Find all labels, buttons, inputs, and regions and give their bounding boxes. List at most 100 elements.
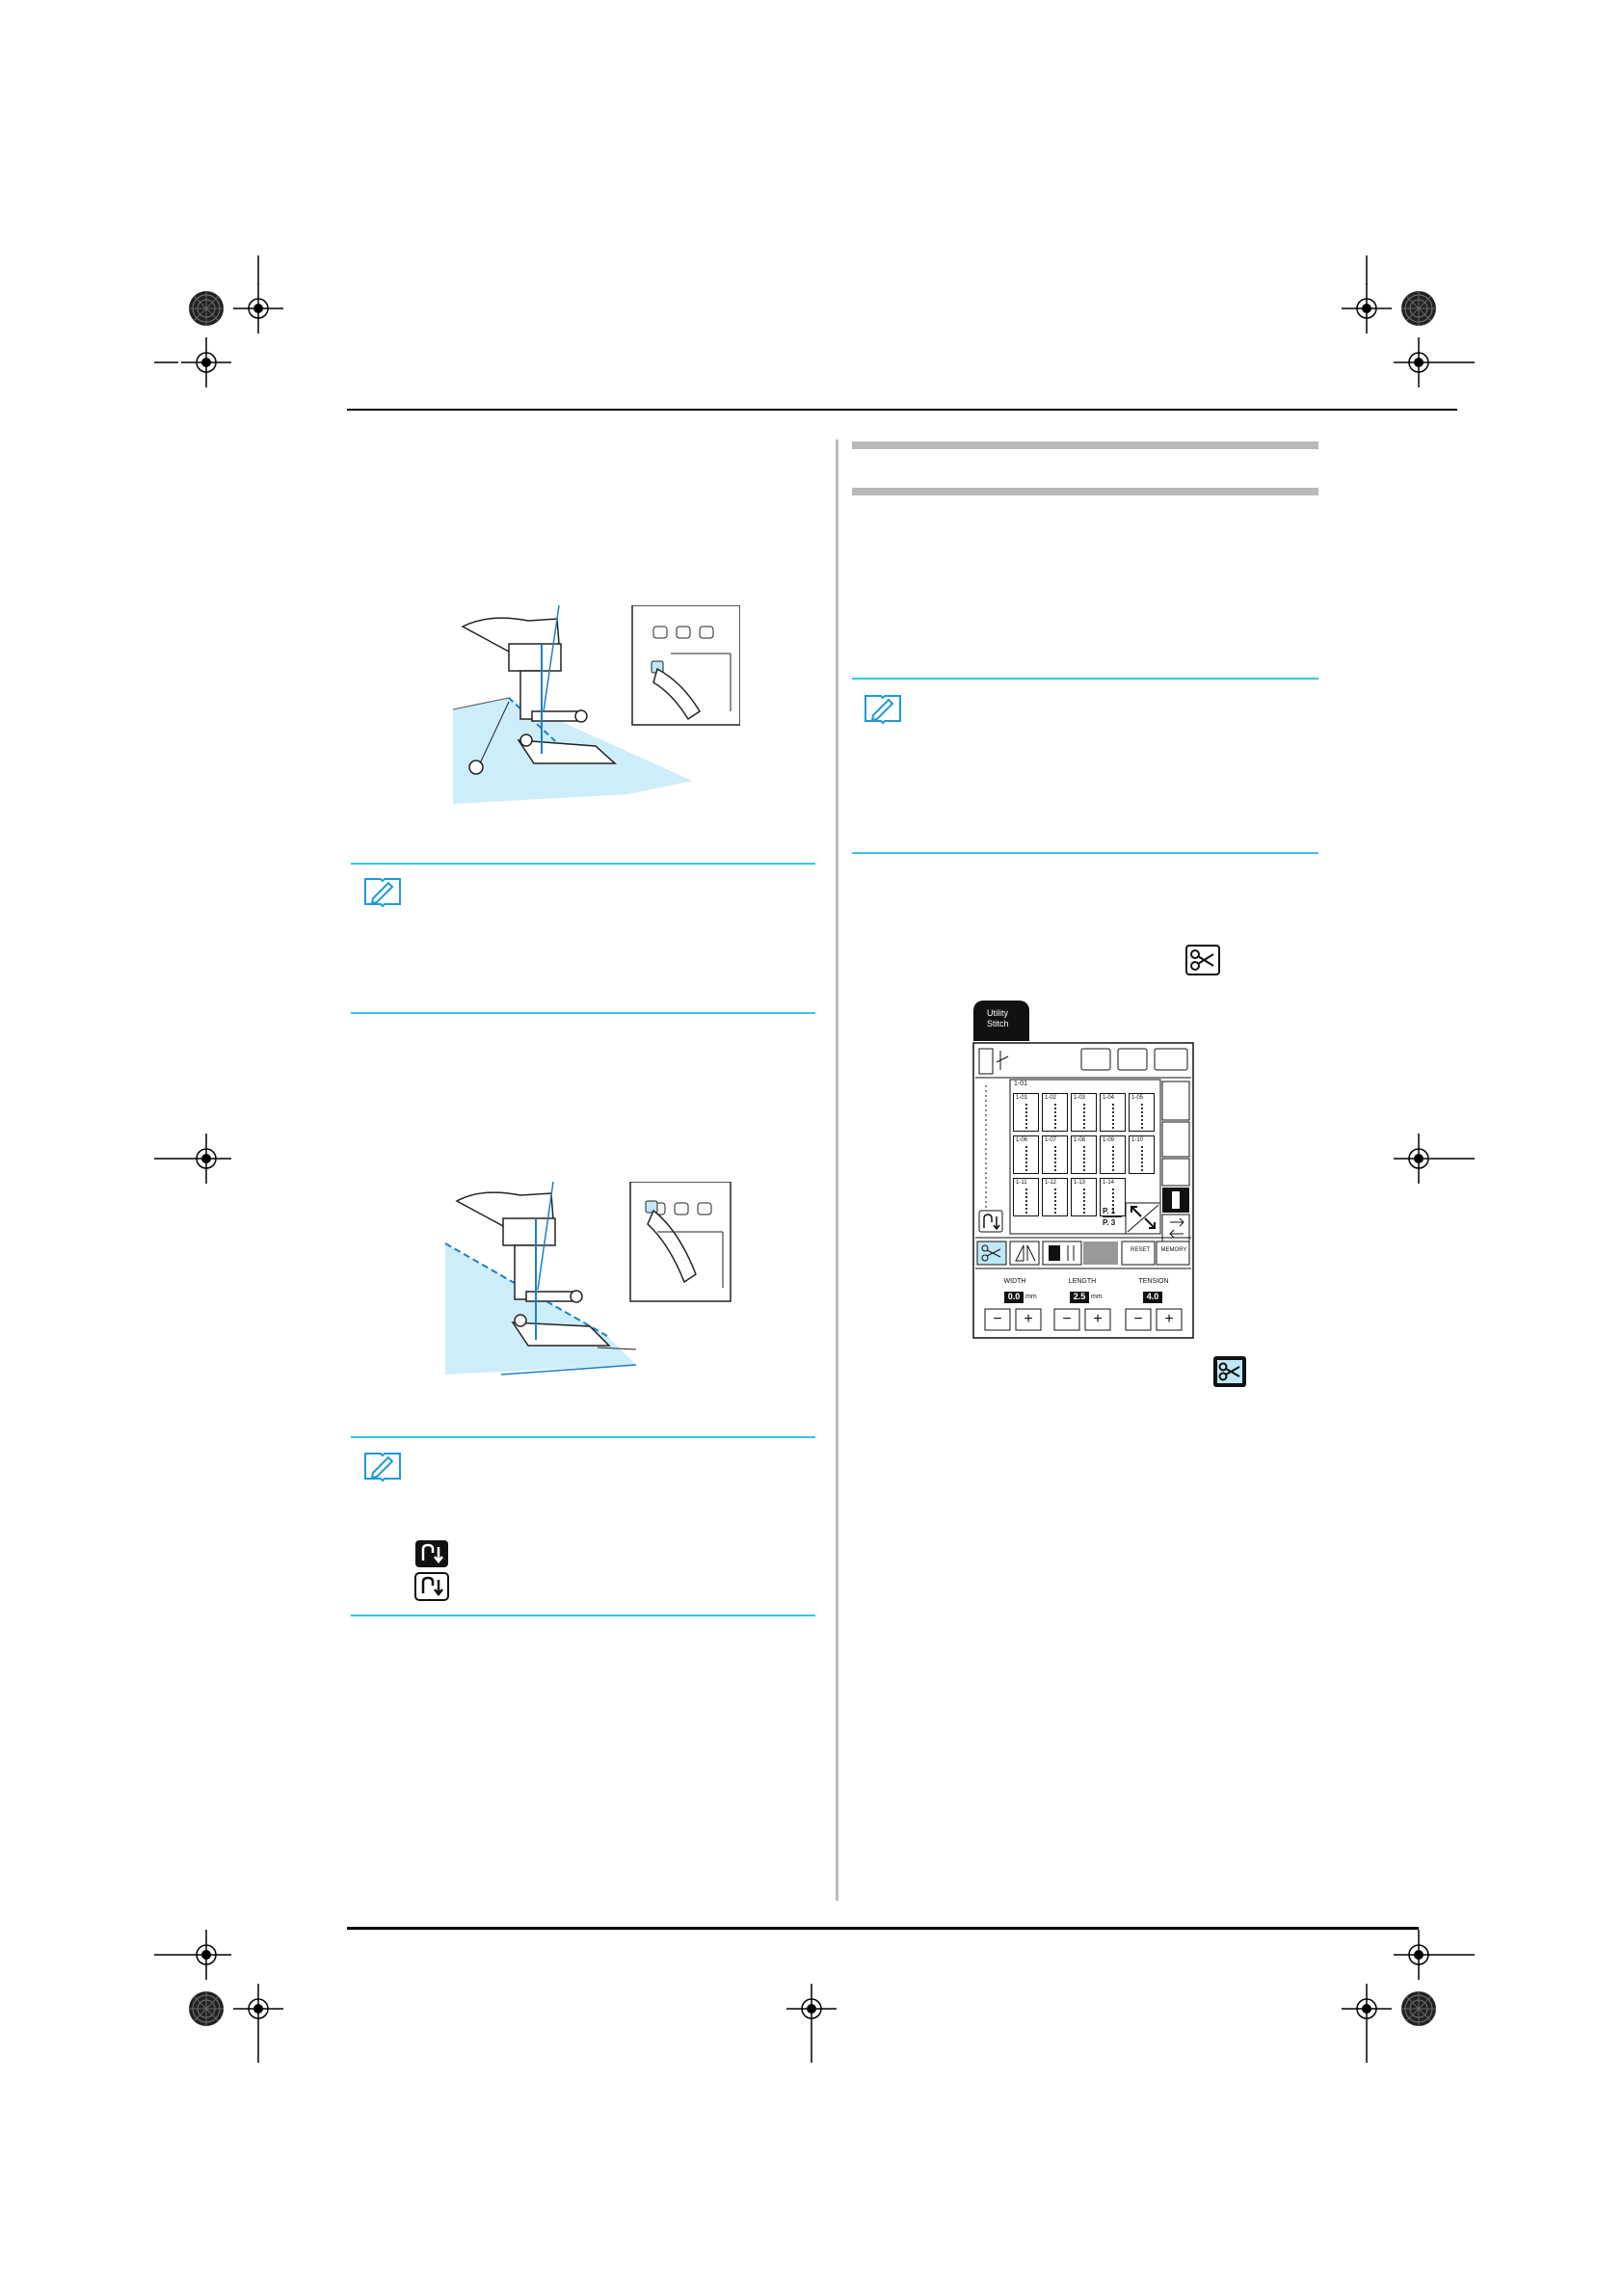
width-value: 0.0 [1007, 1292, 1021, 1301]
reverse-stitch-icon [415, 1540, 448, 1567]
tension-plus-button[interactable]: + [1164, 1311, 1174, 1327]
stitch-cell[interactable]: 1-10 [1129, 1135, 1155, 1174]
memo-pencil-icon [364, 878, 401, 908]
page-indicator-bottom: P. 3 [1103, 1218, 1116, 1227]
width-unit: mm [1025, 1294, 1037, 1300]
stitch-preview [1025, 1188, 1029, 1214]
tab-label-line2: Stitch [987, 1019, 1009, 1028]
tension-value: 4.0 [1146, 1292, 1159, 1301]
memo-top-rule [351, 863, 815, 865]
memo-pencil-icon [364, 1453, 401, 1482]
stitch-code: 1-13 [1074, 1180, 1086, 1186]
length-minus-button[interactable]: − [1062, 1311, 1072, 1327]
tension-minus-button[interactable]: − [1133, 1311, 1143, 1327]
length-value: 2.5 [1073, 1292, 1086, 1301]
registration-mark-icon [188, 290, 225, 327]
stitch-code: 1-14 [1103, 1180, 1115, 1186]
stitch-cell[interactable]: 1-11 [1013, 1178, 1039, 1216]
stitch-code: 1-08 [1074, 1137, 1086, 1143]
stitch-cell[interactable]: 1-05 [1129, 1093, 1155, 1132]
stitch-cell[interactable]: 1-12 [1042, 1178, 1068, 1216]
stitch-preview [1025, 1146, 1029, 1171]
stitch-code: 1-06 [1016, 1137, 1028, 1143]
stitch-preview [1054, 1146, 1058, 1171]
stitch-preview [1083, 1188, 1087, 1214]
column-divider [836, 440, 838, 1901]
tension-label: TENSION [1138, 1278, 1169, 1285]
registration-mark-icon [1393, 1133, 1445, 1185]
stitch-cell[interactable]: 1-03 [1071, 1093, 1097, 1132]
stitch-grid: 1-01 1-02 1-03 1-04 1-05 1-06 1-07 1-08 1-09 1-10… [1010, 1089, 1160, 1224]
stitch-cell[interactable]: 1-06 [1013, 1135, 1039, 1174]
section-heading-band-bottom [852, 488, 1318, 495]
stitch-code: 1-07 [1045, 1137, 1057, 1143]
stitch-preview [1054, 1188, 1058, 1214]
registration-mark-icon [785, 1983, 838, 2035]
sewing-machine-icon [1117, 1048, 1148, 1071]
width-plus-button[interactable]: + [1024, 1311, 1033, 1327]
width-minus-button[interactable]: − [993, 1311, 1002, 1327]
stitch-code: 1-01 [1016, 1095, 1028, 1101]
registration-mark-icon [232, 1983, 284, 2035]
sewing-illustration-start [452, 605, 740, 804]
registration-mark-icon [188, 1990, 225, 2027]
memo-pencil-icon [865, 695, 901, 725]
stitch-preview [1025, 1104, 1029, 1129]
stitch-cell[interactable]: 1-04 [1100, 1093, 1126, 1132]
memory-button[interactable]: MEMORY [1160, 1247, 1187, 1253]
footer-rule [347, 1927, 1419, 1930]
stitch-memory-icon [1154, 1048, 1188, 1071]
section-heading-band-top [852, 441, 1318, 449]
registration-mark-icon [1393, 1929, 1445, 1981]
sewing-illustration-end [444, 1182, 732, 1375]
page-indicator-top: P. 1 [1103, 1207, 1116, 1215]
registration-mark-icon [1400, 1990, 1437, 2027]
width-label: WIDTH [1003, 1278, 1026, 1285]
stitch-code: 1-12 [1045, 1180, 1057, 1186]
stitch-code: 1-05 [1131, 1095, 1144, 1101]
stitch-code: 1-10 [1131, 1137, 1144, 1143]
stitch-cell[interactable]: 1-01 [1013, 1093, 1039, 1132]
registration-mark-icon [180, 1133, 232, 1185]
stitch-cell[interactable]: 1-02 [1042, 1093, 1068, 1132]
reverse-stitch-icon [414, 1572, 449, 1601]
registration-mark-icon [1400, 290, 1437, 327]
length-unit: mm [1091, 1294, 1103, 1300]
stitch-preview [1054, 1104, 1058, 1129]
stitch-cell[interactable]: 1-14 [1100, 1178, 1126, 1216]
stitch-preview [1112, 1188, 1116, 1214]
length-plus-button[interactable]: + [1093, 1311, 1103, 1327]
registration-mark-icon [1393, 336, 1445, 388]
registration-mark-icon [1341, 1983, 1393, 2035]
stitch-preview [1141, 1104, 1145, 1129]
stitch-code: 1-11 [1016, 1180, 1027, 1186]
stitch-preview [1112, 1146, 1116, 1171]
presser-foot-icon [1080, 1048, 1111, 1071]
registration-mark-icon [1341, 282, 1393, 334]
registration-mark-icon [180, 1929, 232, 1981]
stitch-cell[interactable]: 1-09 [1100, 1135, 1126, 1174]
reset-button[interactable]: RESET [1130, 1247, 1150, 1253]
stitch-preview [1083, 1146, 1087, 1171]
utility-stitch-tab[interactable]: Utility Stitch [973, 1001, 1029, 1041]
stitch-code: 1-04 [1103, 1095, 1115, 1101]
registration-mark-icon [180, 336, 232, 388]
scissors-icon[interactable] [1185, 945, 1220, 975]
stitch-code: 1-09 [1103, 1137, 1115, 1143]
memo-top-rule [852, 678, 1318, 680]
registration-mark-icon [232, 282, 284, 334]
stitch-code: 1-02 [1045, 1095, 1057, 1101]
stitch-preview [1141, 1146, 1145, 1171]
memo-top-rule [351, 1436, 815, 1438]
lcd-screen: Utility Stitch [971, 1001, 1196, 1340]
stitch-preview [1112, 1104, 1116, 1129]
stitch-cell[interactable]: 1-07 [1042, 1135, 1068, 1174]
length-label: LENGTH [1068, 1278, 1097, 1285]
stitch-cell[interactable]: 1-13 [1071, 1178, 1097, 1216]
scissors-icon[interactable] [1212, 1355, 1247, 1388]
stitch-preview [1083, 1104, 1087, 1129]
memo-bottom-rule [852, 852, 1318, 854]
memo-bottom-rule [351, 1012, 815, 1014]
stitch-cell[interactable]: 1-08 [1071, 1135, 1097, 1174]
